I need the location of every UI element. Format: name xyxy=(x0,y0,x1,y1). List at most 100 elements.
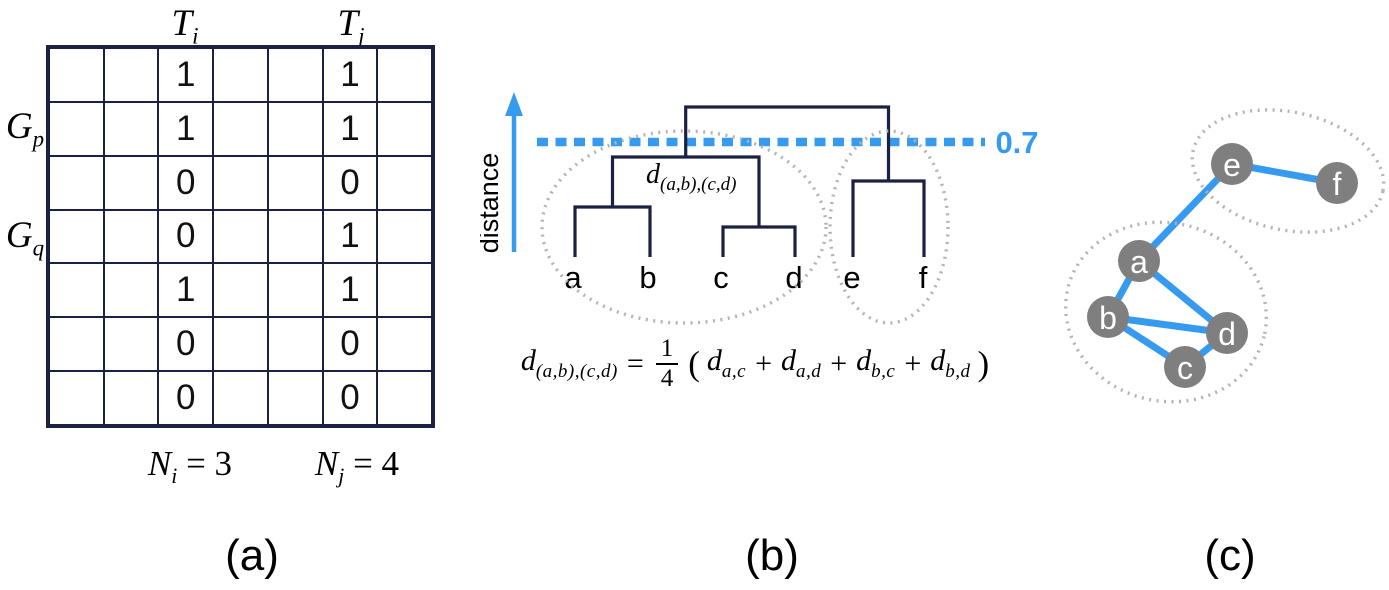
matrix-cell xyxy=(49,101,104,156)
leaf-label-d: d xyxy=(785,260,802,295)
caption-ni: Ni = 3 xyxy=(147,444,233,488)
formula-term-2: da,d xyxy=(781,344,822,382)
graph-svg: a b c d e f xyxy=(1063,108,1386,404)
matrix-cell xyxy=(213,48,268,102)
node-label-b: b xyxy=(1099,300,1117,336)
distance-axis-arrowhead-icon xyxy=(505,92,523,116)
matrix-cell xyxy=(49,371,104,425)
matrix-cell xyxy=(267,48,323,102)
caption-nj: Nj = 4 xyxy=(314,444,400,488)
matrix-cell xyxy=(267,317,323,372)
panel-label-a: (a) xyxy=(225,531,279,580)
dendrogram-link-ef xyxy=(851,179,926,257)
matrix-cell: 0 xyxy=(322,155,378,210)
formula-lhs: d(a,b),(c,d) xyxy=(520,344,618,382)
matrix-cell xyxy=(49,209,104,264)
panel-label-c: (c) xyxy=(1204,531,1256,580)
matrix-cell: 0 xyxy=(158,155,214,210)
matrix-cell xyxy=(49,48,104,102)
dendrogram-svg: distance 0.7 d(a,b),(c,d) a b c d e f xyxy=(480,92,1039,325)
panel-label-b: (b) xyxy=(745,531,799,580)
dendrogram-link-root xyxy=(684,105,891,181)
row-label-gp: Gp xyxy=(5,105,45,152)
graph-node-c xyxy=(1164,346,1206,388)
matrix-cell: 1 xyxy=(322,209,378,264)
graph-node-e xyxy=(1211,143,1253,185)
matrix-cell: 1 xyxy=(322,263,378,318)
matrix-cell: 1 xyxy=(158,263,214,318)
matrix-cell xyxy=(49,317,104,372)
matrix-cell xyxy=(103,371,159,425)
formula-term-4: db,d xyxy=(930,344,971,382)
leaf-label-e: e xyxy=(843,260,860,295)
node-label-f: f xyxy=(1333,166,1342,202)
matrix-cell xyxy=(267,155,323,210)
cluster-ellipse-ef-graph xyxy=(1190,108,1386,234)
graph-node-a xyxy=(1118,240,1160,282)
matrix-cell: 0 xyxy=(158,209,214,264)
matrix-cell xyxy=(267,263,323,318)
matrix-cell: 1 xyxy=(322,48,378,102)
col-header-tj: Tj xyxy=(337,3,365,49)
cluster-ellipse-abcd-dendro xyxy=(540,129,828,325)
matrix-cell xyxy=(267,209,323,264)
leaf-label-c: c xyxy=(713,260,729,295)
dendrogram-link-cd xyxy=(721,225,797,257)
graph-edge-a-e xyxy=(1135,160,1236,265)
leaf-label-f: f xyxy=(919,260,928,295)
formula-plus: + xyxy=(830,346,848,380)
formula-close-paren: ) xyxy=(977,343,990,383)
node-label-c: c xyxy=(1177,350,1193,386)
matrix-cell xyxy=(103,317,159,372)
matrix-cell xyxy=(49,155,104,210)
matrix-cell xyxy=(213,263,268,318)
matrix-cell xyxy=(267,371,323,425)
matrix-cell xyxy=(213,371,268,425)
formula-term-3: db,c xyxy=(856,344,896,382)
matrix-cell xyxy=(103,209,159,264)
cluster-ellipse-ef-dendro xyxy=(828,129,950,325)
graph-node-b xyxy=(1087,296,1129,338)
matrix-cell: 1 xyxy=(158,48,214,102)
formula-open-paren: ( xyxy=(688,343,700,383)
cluster-ellipse-abcd-graph xyxy=(1063,220,1269,404)
matrix-cell: 1 xyxy=(322,101,378,156)
matrix-cell: 0 xyxy=(158,317,214,372)
formula-equals: = xyxy=(626,346,644,380)
matrix-cell xyxy=(49,263,104,318)
matrix-cell xyxy=(213,155,268,210)
matrix-cell xyxy=(213,101,268,156)
graph-node-d xyxy=(1206,312,1248,354)
matrix-cell xyxy=(377,101,432,156)
matrix-cell xyxy=(377,263,432,318)
col-header-ti: Ti xyxy=(171,3,199,49)
node-label-e: e xyxy=(1223,147,1241,183)
graph-node-f xyxy=(1316,162,1358,204)
leaf-label-a: a xyxy=(564,260,582,295)
matrix-cell: 0 xyxy=(322,371,378,425)
matrix-cell xyxy=(213,209,268,264)
row-label-gq: Gq xyxy=(5,214,45,261)
matrix-cell xyxy=(377,371,432,425)
matrix-cell xyxy=(377,317,432,372)
matrix-cell xyxy=(103,48,159,102)
node-label-d: d xyxy=(1218,316,1236,352)
matrix-cell xyxy=(103,155,159,210)
matrix-cell: 1 xyxy=(158,101,214,156)
junction-distance-label: d(a,b),(c,d) xyxy=(646,159,737,195)
matrix-cell xyxy=(377,48,432,102)
matrix-cell xyxy=(377,209,432,264)
matrix-cell: 0 xyxy=(322,317,378,372)
node-label-a: a xyxy=(1130,244,1148,280)
matrix-cell xyxy=(377,155,432,210)
leaf-label-b: b xyxy=(639,260,656,295)
threshold-value: 0.7 xyxy=(995,125,1038,160)
matrix-cell xyxy=(103,263,159,318)
formula-plus: + xyxy=(755,346,772,380)
matrix-cell xyxy=(103,101,159,156)
formula-plus: + xyxy=(904,346,922,380)
